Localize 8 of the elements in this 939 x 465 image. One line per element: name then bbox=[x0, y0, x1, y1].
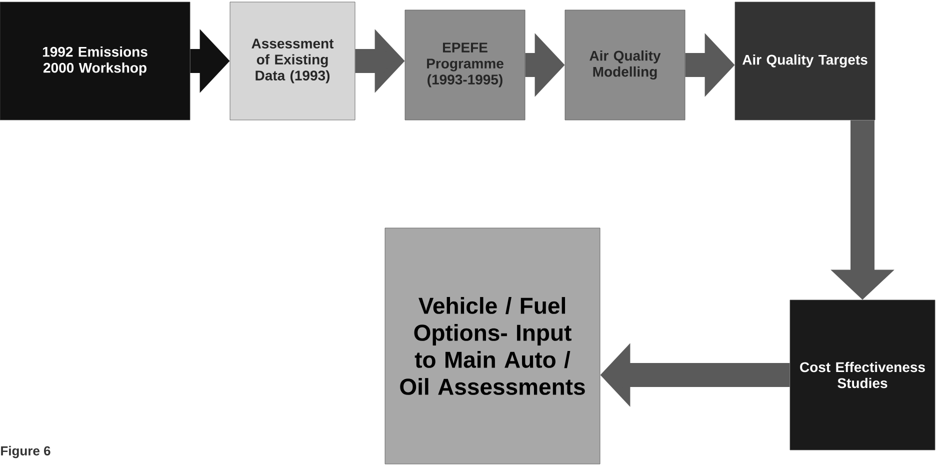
process-box: Air Quality Modelling bbox=[564, 10, 686, 120]
process-box: Assessment of Existing Data (1993) bbox=[230, 2, 356, 120]
process-box: Vehicle / Fuel Options- Input to Main Auto / Oil Assessments bbox=[384, 228, 600, 464]
process-box: Air Quality Targets bbox=[734, 2, 876, 120]
figure-caption: Figure 6 bbox=[1, 446, 50, 458]
process-box: 1992 Emissions 2000 Workshop bbox=[0, 2, 190, 120]
process-box: EPEFE Programme (1993-1995) bbox=[404, 10, 526, 120]
process-box: Cost Effectiveness Studies bbox=[790, 300, 936, 450]
